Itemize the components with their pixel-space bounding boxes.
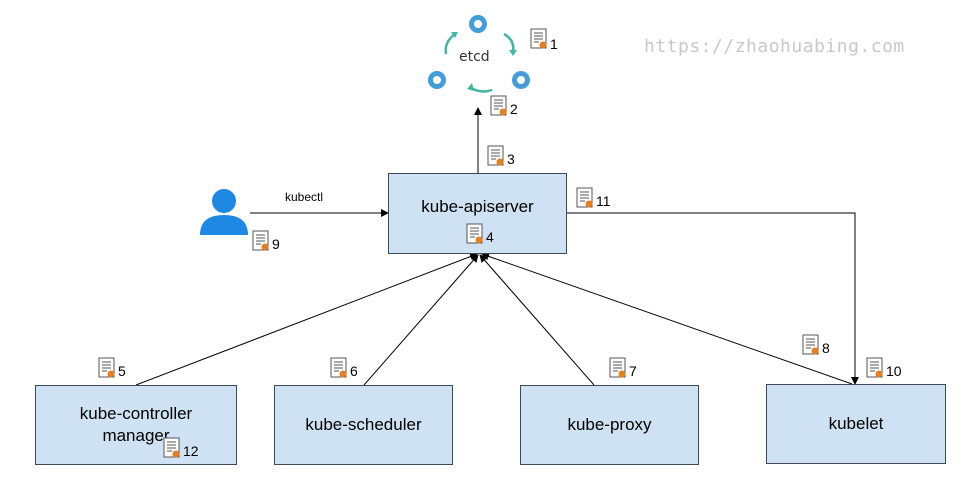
etcd-node-icon (428, 71, 446, 89)
arrow-scheduler-to-apiserver (363, 254, 479, 386)
arrow-kubelet-to-apiserver (481, 252, 853, 385)
etcd-node-icon (512, 71, 530, 89)
certificate-number: 12 (183, 443, 199, 459)
kubectl-label: kubectl (285, 190, 324, 204)
kube-scheduler-label: kube-scheduler (305, 415, 422, 434)
certificate-number: 5 (118, 363, 126, 379)
kube-controller-manager-label: kube-controller manager (79, 404, 193, 445)
etcd-cluster (420, 10, 540, 95)
kube-apiserver-label: kube-apiserver (421, 196, 534, 216)
certificate-icon (576, 187, 594, 214)
certificate-number: 4 (486, 229, 494, 245)
certificate-icon (466, 223, 484, 250)
certificate-number: 11 (596, 193, 611, 209)
kube-proxy-label: kube-proxy (567, 415, 652, 434)
etcd-sync-arrow-icon (503, 32, 515, 53)
certificate-number: 6 (350, 363, 358, 379)
certificate-number: 1 (550, 36, 558, 52)
certificate-number: 10 (886, 363, 902, 379)
certificate-icon (609, 357, 627, 384)
certificate-icon (330, 357, 348, 384)
certificate-number: 3 (507, 151, 515, 167)
arrow-controller-to-apiserver (135, 252, 478, 386)
etcd-graphic (428, 15, 530, 93)
certificate-icon (490, 95, 508, 122)
kube-controller-manager-box: kube-controller manager (35, 385, 237, 465)
kubelet-box: kubelet (766, 384, 946, 464)
arrow-apiserver-to-kubelet (567, 212, 859, 385)
certificate-icon (252, 230, 270, 257)
certificate-number: 8 (822, 340, 830, 356)
certificate-number: 7 (629, 363, 637, 379)
certificate-icon (98, 357, 116, 384)
etcd-node-icon (469, 15, 487, 33)
certificate-number: 2 (510, 101, 518, 117)
certificate-icon (163, 437, 181, 464)
certificate-number: 9 (272, 236, 280, 252)
kube-scheduler-box: kube-scheduler (274, 385, 453, 465)
kube-proxy-box: kube-proxy (520, 385, 699, 465)
etcd-label: etcd (459, 49, 490, 65)
certificate-icon (866, 357, 884, 384)
certificate-icon (487, 145, 505, 172)
watermark-text: https://zhaohuabing.com (644, 36, 905, 57)
user-icon (198, 187, 250, 237)
certificate-icon (802, 334, 820, 361)
certificate-icon (530, 28, 548, 55)
kubelet-label: kubelet (828, 414, 884, 433)
etcd-sync-arrow-icon (444, 32, 456, 55)
arrow-proxy-to-apiserver (479, 254, 595, 386)
